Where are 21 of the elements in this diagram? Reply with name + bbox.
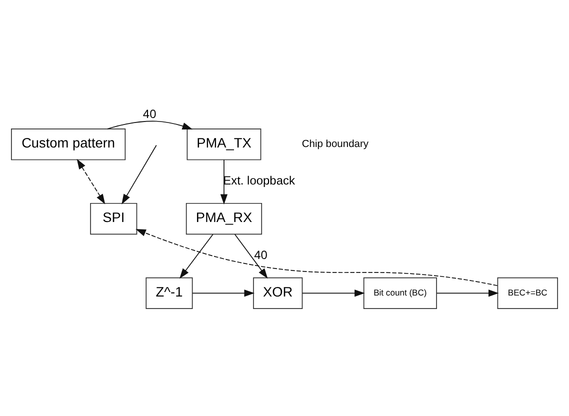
arrow bbox=[180, 233, 214, 278]
node-box: PMA_TX bbox=[186, 128, 262, 160]
node-box: XOR bbox=[253, 276, 303, 308]
arrow bbox=[107, 120, 193, 129]
arrow bbox=[192, 289, 255, 296]
arrow bbox=[302, 289, 365, 296]
node-box: Bit count (BC) bbox=[363, 276, 437, 308]
node-box: Custom pattern bbox=[11, 128, 126, 160]
node-box: Z^-1 bbox=[146, 276, 193, 308]
node-box: SPI bbox=[90, 202, 138, 234]
node-box: PMA_RX bbox=[186, 202, 262, 234]
arrow bbox=[76, 158, 106, 204]
node-box: BEC+=BC bbox=[497, 276, 558, 308]
edge-label: 40 bbox=[254, 248, 268, 262]
arrow bbox=[136, 228, 498, 286]
arrow bbox=[220, 158, 228, 204]
arrow bbox=[234, 233, 268, 278]
arrow bbox=[436, 289, 499, 296]
edge-label: 40 bbox=[142, 106, 156, 120]
label: Chip boundary bbox=[302, 138, 369, 150]
arrow bbox=[122, 144, 157, 204]
